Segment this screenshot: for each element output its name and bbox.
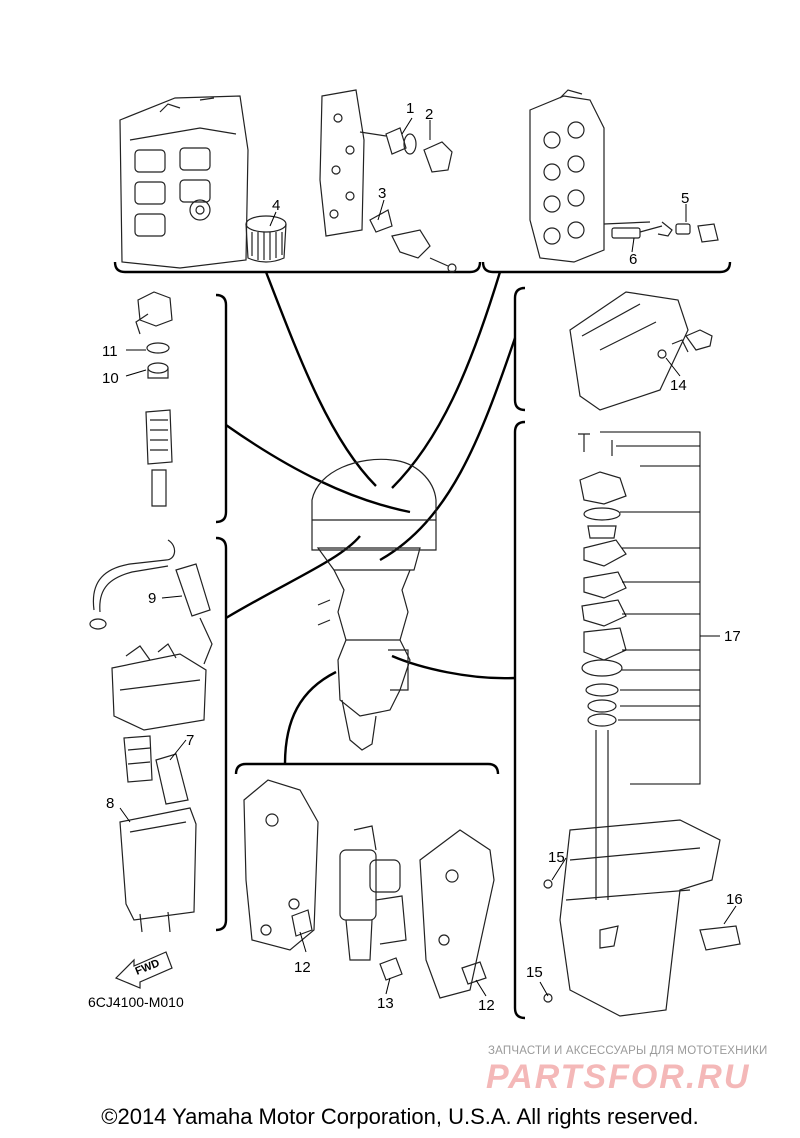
callout-3: 3 [378,185,386,202]
leader-4 [225,535,361,620]
leader-7 [283,670,337,765]
leader-2 [391,271,502,489]
water-pump-illustration [578,433,627,900]
leader-5 [379,337,517,562]
callout-13: 13 [377,995,394,1012]
callout-labels: 1 2 3 4 5 6 7 8 9 10 11 12 12 13 14 15 1… [102,100,743,1014]
fuel-filter-illustration [135,291,173,507]
cylinder-block-illustration [119,95,249,269]
vapor-separator-illustration [111,643,207,933]
bracket-top-left [113,261,482,274]
watermark-caption: ЗАПЧАСТИ И АКСЕССУАРЫ ДЛЯ МОТОТЕХНИКИ [488,1045,768,1057]
bracket-bottom-center [234,762,500,775]
callout-1: 1 [406,100,414,117]
callout-9: 9 [148,590,156,607]
clamp-bracket-right-illustration [419,829,495,999]
bracket-left-filter [215,293,228,524]
callout-8: 8 [106,795,114,812]
leader-3 [225,424,411,514]
callout-leaders [119,117,737,997]
diagram-code: 6CJ4100-M010 [88,994,184,1010]
callout-16: 16 [726,891,743,908]
outboard-motor-outline [311,458,437,751]
callout-4: 4 [272,197,280,214]
callout-7: 7 [186,732,194,749]
callout-14: 14 [670,377,687,394]
callout-10: 10 [102,370,119,387]
callout-5: 5 [681,190,689,207]
leader-6 [391,654,516,680]
group-brackets [113,261,732,1020]
watermark-logo: PARTSFOR.RU [486,1058,751,1096]
bracket-right-case [513,286,526,412]
callout-15-bottom: 15 [526,964,543,981]
oil-filter-illustration [245,215,287,263]
copyright-notice: ©2014 Yamaha Motor Corporation, U.S.A. A… [101,1104,699,1129]
cylinder-head-illustration [529,89,605,263]
callout-12-left: 12 [294,959,311,976]
leader-lines [225,271,517,765]
callout-11: 11 [102,343,118,360]
fuel-line-illustration [89,539,213,665]
lower-unit-illustration [543,819,741,1017]
leader-1 [264,271,377,487]
upper-casing-illustration [569,291,713,411]
spark-plug-illustration [603,221,719,243]
thermostat-parts-illustration [359,127,457,273]
fwd-arrow-icon [114,951,173,989]
bracket-top-right [481,261,732,274]
cylinder-side-illustration [319,89,365,237]
callout-12-right: 12 [478,997,495,1014]
callout-2: 2 [425,106,433,123]
trim-tilt-unit-illustration [339,825,407,961]
bracket-left-fuel [215,536,228,932]
clamp-bracket-left-illustration [243,779,319,951]
anode-parts-illustration [291,909,487,985]
bracket-right-lower [513,420,526,1020]
callout-6: 6 [629,251,637,268]
callout-15-top: 15 [548,849,565,866]
callout-17: 17 [724,628,741,645]
